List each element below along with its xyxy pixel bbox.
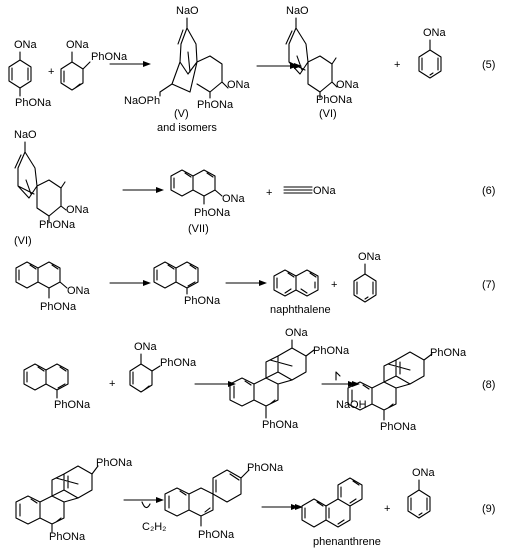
equation-number: (7) (482, 279, 495, 291)
substituent-label: PhONa (96, 457, 133, 469)
substituent-label: PhONa (15, 97, 52, 109)
compound-label: (VI) (319, 108, 337, 120)
substituent-label: ONa (358, 251, 382, 263)
plus-sign: + (394, 59, 400, 71)
naphthalene: naphthalene (270, 269, 331, 316)
substituent-label: PhONa (313, 345, 350, 357)
substituent-label: PhONa (194, 207, 231, 219)
compound-label: (VI) (14, 235, 32, 247)
substituent-label: PhONa (380, 421, 417, 433)
reactant-cyclohexadiene-5b: ONa PhONa (60, 39, 128, 91)
substituent-label: ONa (423, 27, 447, 39)
substituent-label: PhONa (49, 531, 86, 543)
byproduct-label: C₂H₂ (142, 521, 166, 533)
substituent-label: PhONa (184, 295, 221, 307)
substituent-label: PhONa (198, 529, 235, 541)
adduct-8: ONa PhONa PhONa (229, 327, 350, 431)
alkyne-phenoxide: ONa (283, 185, 337, 197)
phenanthrene: phenanthrene (301, 477, 381, 548)
dihydrophenanthrene: PhONa PhONa (164, 462, 284, 541)
substituent-label: NaO (286, 5, 309, 17)
substituent-label: NaO (14, 129, 37, 141)
compound-label: naphthalene (270, 304, 331, 316)
compound-label: (V) (174, 108, 189, 120)
dihydronaphthalene-7: PhONa (153, 261, 221, 307)
reactant-cyclohexadiene-5: ONa PhONa (8, 39, 52, 109)
compound-VI: NaO ONa PhONa (VI) (285, 5, 360, 120)
plus-sign: + (331, 279, 337, 291)
product-8: PhONa PhONa (347, 347, 467, 433)
substituent-label: ONa (412, 467, 436, 479)
substituent-label: PhONa (39, 219, 76, 231)
substituent-label: NaOPh (124, 95, 160, 107)
dihydronaphthalene-8: PhONa (23, 363, 91, 411)
substituent-label: ONa (66, 204, 90, 216)
substituent-label: ONa (67, 285, 91, 297)
substituent-label: ONa (336, 79, 360, 91)
compound-V: NaO ONa NaOPh PhONa (V) and isomers (124, 5, 251, 134)
equation-number: (5) (482, 59, 495, 71)
substituent-label: ONa (66, 39, 90, 51)
substituent-label: PhONa (316, 94, 353, 106)
cyclohexadiene-8: ONa PhONa (129, 341, 197, 393)
compound-label: phenanthrene (313, 536, 381, 548)
equation-number: (9) (482, 503, 495, 515)
plus-sign: + (384, 503, 390, 515)
substituent-label: PhONa (430, 347, 467, 359)
compound-label: (VII) (188, 223, 209, 235)
compound-note: and isomers (157, 122, 217, 134)
substituent-label: NaO (176, 5, 199, 17)
sodium-phenoxide-9: ONa (407, 467, 436, 519)
substituent-label: PhONa (40, 301, 77, 313)
substituent-label: PhONa (262, 419, 299, 431)
substituent-label: ONa (285, 327, 309, 339)
substituent-label: ONa (227, 79, 251, 91)
plus-sign: + (266, 187, 272, 199)
reagent-label: NaOH (336, 399, 367, 411)
substituent-label: PhONa (247, 462, 284, 474)
substituent-label: PhONa (54, 399, 91, 411)
sodium-phenoxide-7: ONa (353, 251, 382, 303)
equation-number: (8) (482, 379, 495, 391)
compound-VI-reactant: NaO ONa PhONa (VI) (14, 129, 90, 247)
product-8-reactant: PhONa PhONa (15, 457, 133, 543)
plus-sign: + (109, 378, 115, 390)
substituent-label: ONa (14, 39, 38, 51)
substituent-label: ONa (134, 341, 158, 353)
equation-number: (6) (482, 185, 495, 197)
substituent-label: PhONa (197, 99, 234, 111)
substituent-label: ONa (222, 193, 246, 205)
substituent-label: PhONa (91, 51, 128, 63)
sodium-phenoxide-5: ONa (418, 27, 447, 79)
compound-VII-reactant: ONa PhONa (15, 261, 91, 313)
compound-VII: ONa PhONa (VII) (170, 169, 246, 235)
substituent-label: PhONa (160, 357, 197, 369)
substituent-label: ONa (313, 185, 337, 197)
plus-sign: + (48, 66, 54, 78)
